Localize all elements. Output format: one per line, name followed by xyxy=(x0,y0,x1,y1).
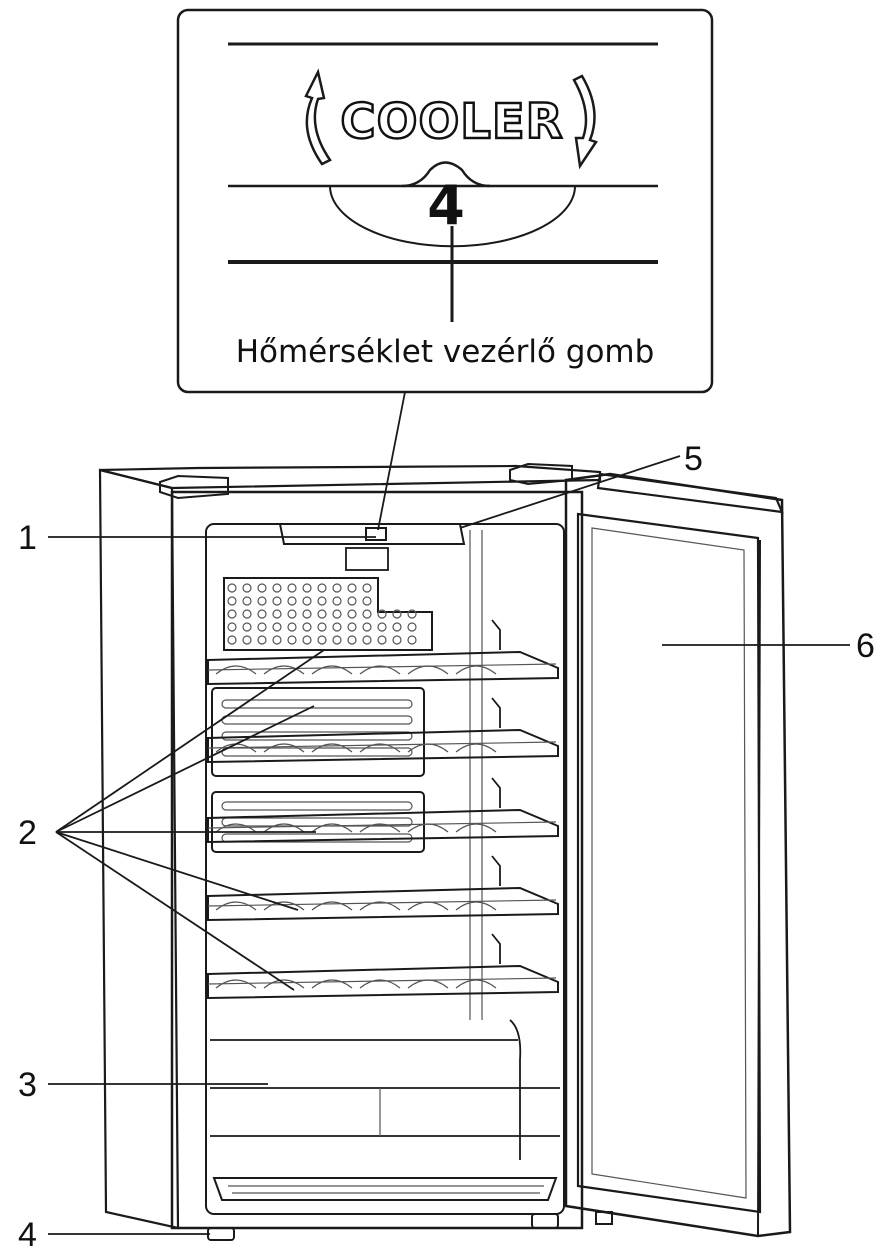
vent-hole xyxy=(242,596,252,606)
dial-notch xyxy=(401,161,491,188)
shelf xyxy=(207,777,559,844)
vent-hole xyxy=(302,635,312,645)
vent-hole xyxy=(392,622,402,632)
vent-hole xyxy=(302,609,312,619)
vent-hole xyxy=(227,635,237,645)
vent-hole xyxy=(257,583,267,593)
vent-hole xyxy=(257,622,267,632)
vent-hole xyxy=(227,583,237,593)
vent-hole xyxy=(407,609,417,619)
vent-hole xyxy=(302,622,312,632)
vent-hole xyxy=(287,583,297,593)
bottom-compartment xyxy=(207,1019,560,1241)
vent-hole xyxy=(407,622,417,632)
vent-hole xyxy=(362,622,372,632)
vent-hole xyxy=(302,596,312,606)
vent-hole xyxy=(257,596,267,606)
vent-hole xyxy=(392,609,402,619)
vent-hole xyxy=(347,635,357,645)
label-2: 2 xyxy=(18,814,37,852)
vent-hole xyxy=(317,622,327,632)
vent-hole xyxy=(317,596,327,606)
vent-hole xyxy=(332,596,342,606)
evaporator-rib xyxy=(221,715,413,725)
arrow-up-icon xyxy=(304,68,332,166)
vent-hole xyxy=(272,583,282,593)
vent-hole xyxy=(347,622,357,632)
vent-hole xyxy=(287,622,297,632)
callout-leader-line xyxy=(377,391,406,531)
vent-hole xyxy=(332,622,342,632)
vent-hole xyxy=(317,583,327,593)
vent-hole xyxy=(362,596,372,606)
vent-hole xyxy=(272,622,282,632)
vent-hole xyxy=(332,583,342,593)
vent-hole xyxy=(317,635,327,645)
vent-hole xyxy=(377,622,387,632)
vent-hole xyxy=(362,635,372,645)
vent-hole xyxy=(377,635,387,645)
vent-hole xyxy=(287,609,297,619)
vent-hole xyxy=(347,583,357,593)
wire-shelves xyxy=(207,619,559,1000)
label-4: 4 xyxy=(18,1216,37,1248)
labels: 1 5 6 2 3 4 xyxy=(18,440,875,1248)
vent-hole xyxy=(287,596,297,606)
vent-hole xyxy=(362,583,372,593)
vent-hole xyxy=(227,609,237,619)
shelf xyxy=(207,855,559,922)
shelf xyxy=(207,619,559,686)
vent-hole xyxy=(347,609,357,619)
vent-hole xyxy=(332,635,342,645)
callout-caption: Hőmérséklet vezérlő gomb xyxy=(236,334,655,370)
callout-box: COOLER 4 Hőmérséklet vezérlő gomb xyxy=(176,8,714,394)
vent-hole xyxy=(272,635,282,645)
vent-hole xyxy=(302,583,312,593)
evaporator xyxy=(211,577,433,853)
vent-hole xyxy=(272,596,282,606)
leg-right xyxy=(531,1213,559,1229)
vent-hole xyxy=(377,609,387,619)
vent-hole xyxy=(287,635,297,645)
evaporator-rib xyxy=(221,801,413,811)
vent-hole xyxy=(347,596,357,606)
vent-hole xyxy=(242,635,252,645)
vent-hole xyxy=(332,609,342,619)
dial-word: COOLER xyxy=(340,94,563,150)
shelf xyxy=(207,933,559,1000)
label-6: 6 xyxy=(856,627,875,665)
evaporator-rib xyxy=(221,731,413,741)
evaporator-rib xyxy=(221,699,413,709)
vent-hole xyxy=(227,596,237,606)
vent-hole xyxy=(392,635,402,645)
label-5: 5 xyxy=(684,440,703,478)
arrow-down-icon xyxy=(572,74,598,170)
vent-hole xyxy=(272,609,282,619)
vent-hole xyxy=(227,622,237,632)
leg-left xyxy=(207,1227,235,1241)
vent-hole xyxy=(317,609,327,619)
glass-door xyxy=(564,472,792,1238)
vent-hole xyxy=(242,583,252,593)
vent-hole xyxy=(257,635,267,645)
vent-hole xyxy=(407,635,417,645)
vent-hole xyxy=(257,609,267,619)
label-1: 1 xyxy=(18,519,37,557)
vent-hole xyxy=(362,609,372,619)
dial-number: 4 xyxy=(427,174,465,237)
vent-hole xyxy=(242,622,252,632)
label-3: 3 xyxy=(18,1066,37,1104)
vent-hole xyxy=(242,609,252,619)
